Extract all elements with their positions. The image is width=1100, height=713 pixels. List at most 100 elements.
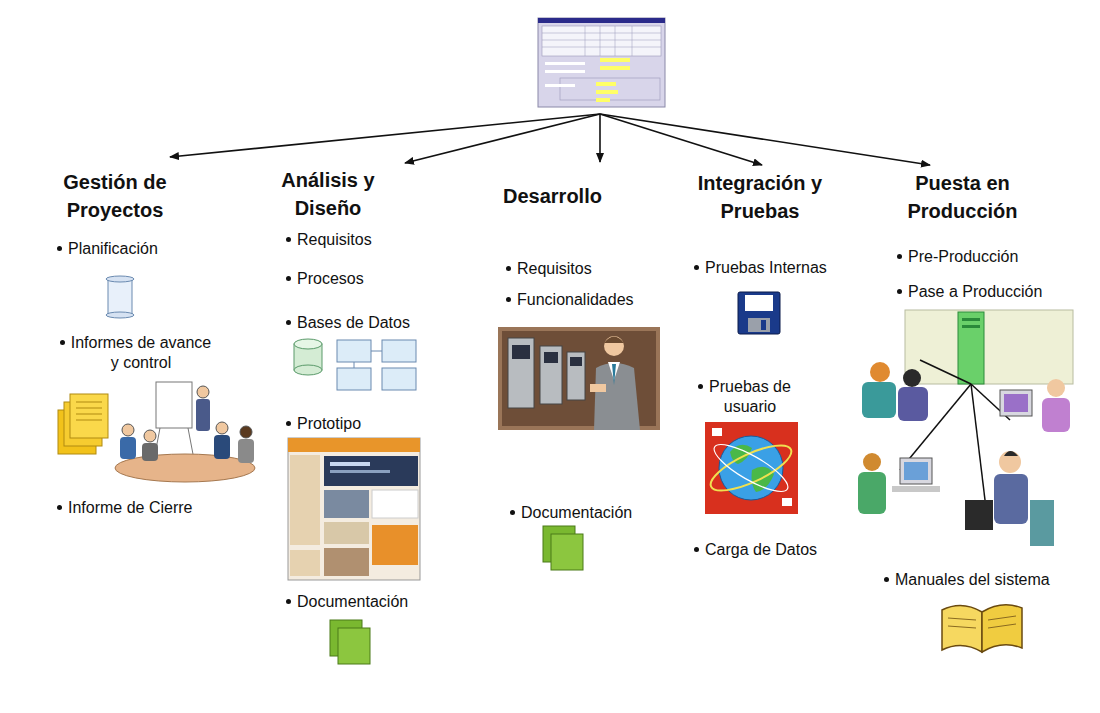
developer-illustration [498,327,660,430]
developer-illustration-part [594,363,640,430]
bullet-dot [506,266,511,271]
developer-illustration-part [570,357,582,366]
phase-heading: Análisis y Diseño [268,166,388,222]
developer-illustration-part [590,384,606,392]
task-item: Informes de avance y control [68,333,214,373]
bullet-dot [694,547,699,552]
meeting-illustration-part [76,420,102,421]
globe-icon-part [712,428,722,436]
production-illustration-part [1042,398,1070,432]
form-screenshot-part [542,33,661,34]
production-illustration-part [904,462,928,480]
form-screenshot-part [560,78,660,100]
task-item: Funcionalidades [517,290,634,310]
website-prototype-part [324,548,369,576]
form-screenshot-part [600,26,601,56]
globe-icon-part [709,437,794,500]
globe-icon [705,422,798,514]
bullet-dot [897,254,902,259]
tree-arrows-part [405,114,600,163]
bullet-dot [506,297,511,302]
form-screenshot [538,18,665,107]
scroll-icon-part [108,279,132,315]
tree-arrows [170,114,930,165]
column-group: DesarrolloRequisitosFuncionalidadesDocum… [495,175,638,527]
book-icon [942,605,1022,652]
developer-illustration-part [544,352,558,363]
task-item: Procesos [297,269,364,289]
production-illustration-part [903,369,921,387]
production-illustration-part [958,312,984,384]
developer-illustration-part [567,352,585,400]
website-prototype-part [288,438,420,580]
document-icon [543,526,583,570]
bullet-dot [694,265,699,270]
task-item: Documentación [297,592,408,612]
scroll-icon-part [106,312,134,318]
meeting-illustration-part [216,422,228,434]
production-illustration-part [1047,379,1065,397]
task-item: Requisitos [517,259,592,279]
database-icon-part [337,340,371,362]
website-prototype-part [324,522,369,544]
task-item: Documentación [521,503,632,523]
form-screenshot-part [600,58,630,62]
task-item: Informe de Cierre [68,498,193,518]
document-icon-part [338,628,370,664]
form-screenshot-part [542,26,661,56]
website-prototype-part [330,462,370,466]
production-illustration-part [994,474,1028,524]
production-illustration-part [962,318,980,321]
form-screenshot-part [542,47,661,48]
phase-heading: Integración y Pruebas [690,169,830,225]
bullet-dot [286,599,291,604]
database-icon-part [371,351,382,352]
website-prototype [288,438,420,580]
floppy-icon-part [748,318,770,332]
book-icon-part [982,605,1022,652]
bullet-dot [286,320,291,325]
bullet-dot [60,340,65,345]
bullet-dot [286,237,291,242]
production-illustration-part [892,486,940,492]
meeting-illustration-part [214,435,230,459]
task-item: Carga de Datos [705,540,817,560]
meeting-illustration-part [70,394,108,438]
website-prototype-part [330,470,390,473]
database-icon [294,339,416,390]
book-icon-part [948,618,976,620]
bullet-dot [57,505,62,510]
column-group: Integración y PruebasPruebas InternasPru… [685,160,834,564]
tree-arrows-part [600,114,762,165]
form-screenshot-part [596,90,618,94]
production-illustration-part [905,310,1073,384]
scroll-icon [106,276,134,318]
database-icon-part [294,339,322,349]
bullet-dot [897,289,902,294]
bullet-dot [698,384,703,389]
form-screenshot-part [545,62,585,65]
developer-illustration-part [604,336,624,356]
form-screenshot-part [596,82,616,86]
developer-illustration-part [498,327,660,430]
production-illustration-part [900,458,932,484]
meeting-illustration-part [197,386,209,398]
production-illustration-part [965,500,993,530]
form-screenshot-part [585,26,586,56]
floppy-icon-part [745,295,773,311]
database-icon-part [337,368,371,390]
production-illustration-part [1004,394,1028,412]
website-prototype-part [372,490,418,518]
meeting-illustration-part [76,408,102,409]
production-illustration-part [920,360,971,384]
meeting-illustration-part [156,382,192,428]
production-illustration-part [971,384,985,500]
form-screenshot-part [600,66,630,70]
meeting-illustration-part [144,430,156,442]
form-screenshot-part [545,84,575,87]
production-illustration-part [863,453,881,471]
bullet-dot [286,276,291,281]
bullet-dot [286,421,291,426]
database-icon-part [382,368,416,390]
phase-heading: Desarrollo [503,182,602,210]
